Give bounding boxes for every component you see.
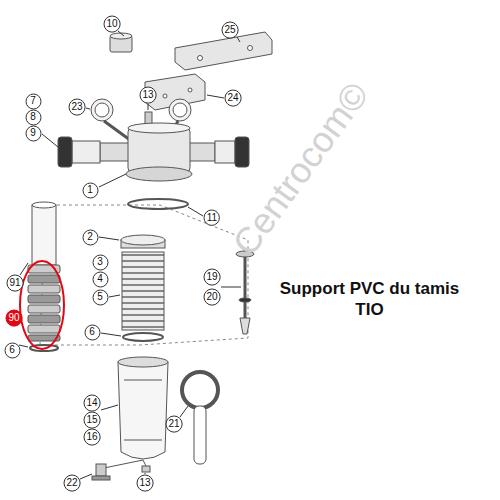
note-text: Support PVC du tamis TIO: [272, 278, 467, 320]
callout-circle: 6: [4, 342, 21, 359]
callout-ring: [83, 230, 98, 245]
callout-ring: [64, 475, 80, 491]
callout-circle: 24: [224, 89, 242, 107]
callout-number: 23: [68, 98, 86, 116]
callout-ring: [6, 310, 22, 326]
callout-ring: [69, 99, 85, 115]
callout-circle: 1: [82, 182, 99, 199]
callout-number: 14: [83, 394, 101, 412]
callout-number: 9: [25, 125, 42, 142]
callout-circle: 14: [83, 394, 101, 412]
callout-circle: 15: [83, 411, 101, 429]
drain-screw: [142, 466, 150, 472]
callout-ring: [26, 110, 41, 125]
assembly-outline: [40, 205, 248, 345]
callout-number: 3: [92, 254, 109, 271]
callout-circle: 22: [63, 474, 81, 492]
callout-number: 19: [203, 268, 221, 286]
callout-circle: 5: [92, 289, 109, 306]
callout-circle: 23: [68, 98, 86, 116]
filter-head: [58, 123, 249, 181]
highlight-oval: [20, 261, 64, 349]
callout-circle: 7: [25, 93, 42, 110]
drain-valve: [92, 464, 110, 480]
callout-number: 10: [103, 15, 121, 33]
callout-number: 5: [92, 289, 109, 306]
callout-ring: [84, 429, 100, 445]
callout-number: 13: [139, 86, 157, 104]
callout-number: 90: [5, 309, 23, 327]
callout-ring: [166, 416, 182, 432]
callout-circle: 3: [92, 254, 109, 271]
callout-number: 16: [83, 428, 101, 446]
callout-ring: [5, 343, 20, 358]
callout-circle: 8: [25, 109, 42, 126]
callout-ring: [204, 289, 220, 305]
sieve-support: [28, 202, 60, 351]
callout-ring: [7, 275, 23, 291]
callout-number: 24: [224, 89, 242, 107]
filter-bowl: [118, 357, 168, 459]
callout-number: 1: [82, 182, 99, 199]
callout-number: 2: [82, 229, 99, 246]
callout-ring: [84, 395, 100, 411]
callout-circle: 13: [139, 86, 157, 104]
wall-bracket: [175, 32, 272, 70]
callout-circle: 90: [5, 309, 23, 327]
center-rod: [236, 250, 254, 334]
callout-ring: [137, 475, 153, 491]
callout-ring: [93, 290, 108, 305]
callout-circle: 16: [83, 428, 101, 446]
callout-ring: [26, 126, 41, 141]
o-ring: [128, 199, 188, 209]
watermark: Centrocom©: [225, 77, 375, 262]
callout-ring: [83, 183, 98, 198]
bowl-wrench: [182, 372, 218, 464]
callout-number: 20: [203, 288, 221, 306]
callout-ring: [93, 272, 108, 287]
callout-circle: 20: [203, 288, 221, 306]
callout-circle: 21: [165, 415, 183, 433]
callout-circle: 19: [203, 268, 221, 286]
callout-ring: [222, 22, 238, 38]
callout-number: 13: [136, 474, 154, 492]
callout-circle: 11: [203, 209, 220, 226]
callout-number: 8: [25, 109, 42, 126]
callout-number: 4: [92, 271, 109, 288]
callout-ring: [140, 87, 156, 103]
callout-number: 25: [221, 21, 239, 39]
callout-ring: [204, 269, 220, 285]
callout-circle: 25: [221, 21, 239, 39]
callout-ring: [26, 94, 41, 109]
filter-cartridge: [121, 235, 165, 341]
callout-circle: 9: [25, 125, 42, 142]
callout-circle: 4: [92, 271, 109, 288]
callout-number: 11: [203, 209, 220, 226]
callout-ring: [225, 90, 241, 106]
callout-number: 6: [4, 342, 21, 359]
callout-number: 7: [25, 93, 42, 110]
callout-number: 21: [165, 415, 183, 433]
callout-number: 22: [63, 474, 81, 492]
callout-circle: 6: [84, 324, 101, 341]
callout-ring: [93, 255, 108, 270]
spare-insert: [110, 33, 132, 52]
callout-ring: [204, 210, 219, 225]
callout-circle: 13: [136, 474, 154, 492]
callout-number: 6: [84, 324, 101, 341]
callout-number: 15: [83, 411, 101, 429]
callout-circle: 10: [103, 15, 121, 33]
leader-lines: [19, 31, 241, 479]
callout-circle: 91: [6, 274, 24, 292]
callout-ring: [104, 16, 120, 32]
callout-ring: [84, 412, 100, 428]
callout-ring: [85, 325, 100, 340]
callout-circle: 2: [82, 229, 99, 246]
callout-number: 91: [6, 274, 24, 292]
